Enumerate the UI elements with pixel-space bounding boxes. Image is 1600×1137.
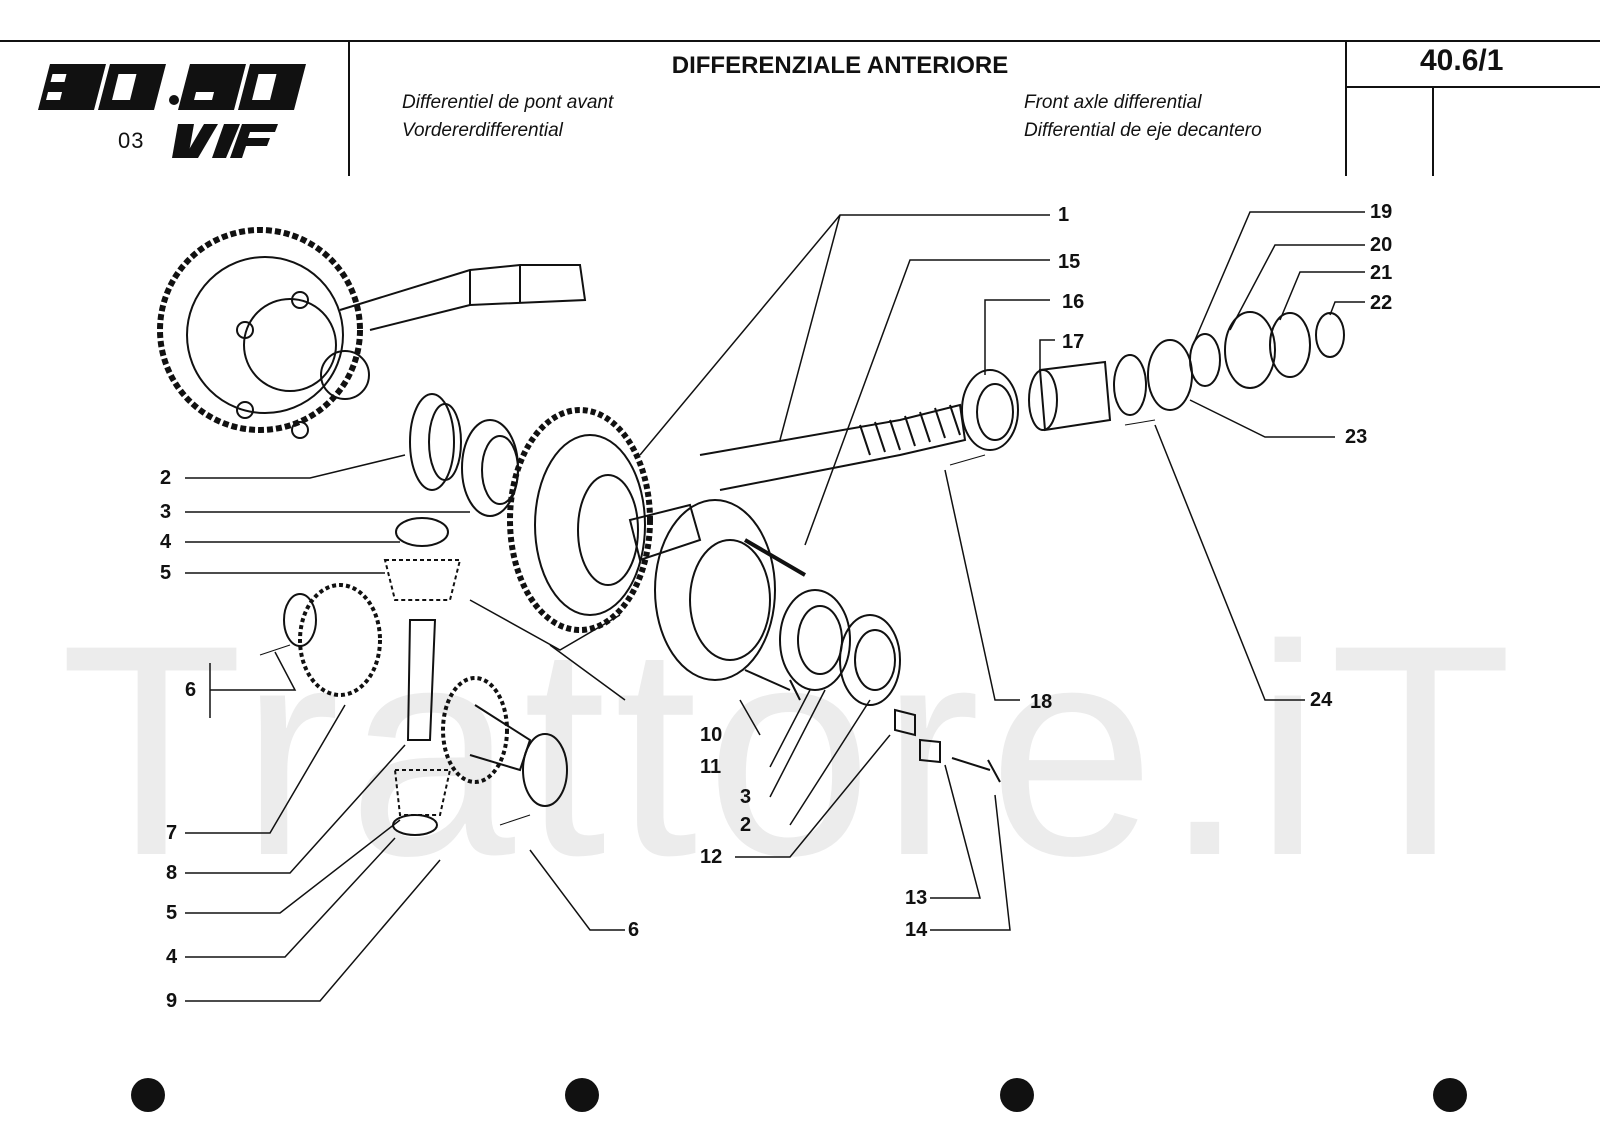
- binder-hole: [1000, 1078, 1034, 1112]
- planet-gear-5-bottom: [393, 769, 452, 816]
- callout-5b: 5: [166, 902, 178, 924]
- callout-23: 23: [1345, 426, 1368, 448]
- callout-20: 20: [1370, 234, 1393, 256]
- callout-19: 19: [1370, 201, 1393, 223]
- callout-11: 11: [700, 756, 722, 778]
- thrust-washer-4-top: [395, 517, 449, 547]
- callout-15: 15: [1058, 251, 1081, 273]
- callout-13: 13: [905, 887, 928, 909]
- model-code: 03: [118, 128, 145, 153]
- leader-lines: [185, 211, 1365, 1002]
- callout-14: 14: [905, 919, 928, 941]
- callout-1: 1: [1058, 204, 1070, 226]
- pin-8: [406, 619, 437, 741]
- model-logo: [38, 64, 306, 158]
- code-box-divider: [1432, 88, 1434, 176]
- right-shaft-bearings: [961, 311, 1345, 451]
- differential-housing: [628, 499, 807, 681]
- callout-12: 12: [700, 846, 723, 868]
- page-code: 40.6/1: [1420, 44, 1504, 77]
- washer-13: [919, 738, 941, 764]
- callout-5: 5: [160, 562, 172, 584]
- callout-6: 6: [185, 679, 197, 701]
- axle-shaft: [699, 403, 967, 491]
- side-gear-right: [441, 676, 568, 807]
- header-divider-left: [348, 40, 350, 176]
- callout-7: 7: [166, 822, 178, 844]
- assembled-differential: [157, 227, 587, 439]
- header-top-rule: [0, 40, 1600, 42]
- bolt-10: [744, 669, 801, 701]
- crown-gear: [507, 407, 653, 633]
- header-divider-right: [1345, 40, 1347, 176]
- callout-4: 4: [160, 531, 172, 553]
- callout-17: 17: [1062, 331, 1085, 353]
- callout-24: 24: [1310, 689, 1333, 711]
- callout-6b: 6: [628, 919, 640, 941]
- callout-2: 2: [160, 467, 172, 489]
- binder-hole: [1433, 1078, 1467, 1112]
- callout-9: 9: [166, 990, 178, 1012]
- subtitle-en: Front axle differential: [1024, 92, 1202, 113]
- code-box-rule: [1345, 86, 1600, 88]
- left-bearings: [409, 393, 519, 517]
- lock-plate-12: [894, 708, 916, 737]
- binder-hole: [565, 1078, 599, 1112]
- callout-22: 22: [1370, 292, 1393, 314]
- thrust-washer-4-bottom: [392, 814, 438, 836]
- watermark: Trattore.iT: [60, 582, 1521, 918]
- subtitle-de: Vordererdifferential: [402, 120, 563, 141]
- subtitle-fr: Differentiel de pont avant: [402, 92, 614, 113]
- side-gear-left: [283, 583, 382, 697]
- callout-3b: 3: [740, 786, 752, 808]
- subtitle-es: Differential de eje decantero: [1024, 120, 1262, 141]
- bolt-14: [951, 757, 1001, 783]
- callout-16: 16: [1062, 291, 1085, 313]
- callout-21: 21: [1370, 262, 1393, 284]
- callout-10: 10: [700, 724, 723, 746]
- callout-4b: 4: [166, 946, 178, 968]
- callout-3: 3: [160, 501, 172, 523]
- binder-hole: [131, 1078, 165, 1112]
- callout-2b: 2: [740, 814, 752, 836]
- callout-8: 8: [166, 862, 178, 884]
- planet-gear-5-top: [383, 559, 462, 601]
- page-title: DIFFERENZIALE ANTERIORE: [671, 52, 1009, 79]
- callout-18: 18: [1030, 691, 1053, 713]
- right-bearings: [779, 589, 901, 706]
